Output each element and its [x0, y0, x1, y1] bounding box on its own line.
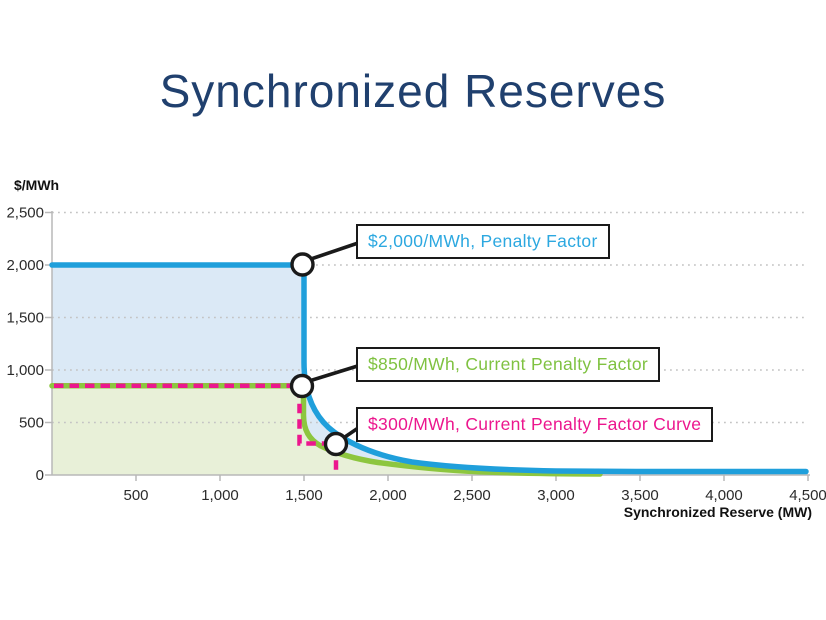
marker-850mwh: [289, 373, 315, 399]
x-tick: 4,000: [705, 487, 743, 504]
y-tick: 1,000: [6, 362, 44, 379]
marker-300mwh: [323, 431, 349, 457]
connector-current-penalty-factor: [305, 362, 365, 384]
x-tick: 3,000: [537, 487, 575, 504]
x-tick: 500: [123, 487, 148, 504]
y-tick: 500: [19, 415, 44, 432]
annotation-current-penalty-factor: $850/MWh, Current Penalty Factor: [356, 347, 660, 382]
x-tick-labels: 500 1,000 1,500 2,000 2,500 3,000 3,500 …: [123, 487, 826, 504]
axes: [45, 211, 810, 481]
current-penalty-factor-area: [52, 385, 600, 475]
area-fills: [52, 265, 808, 475]
marker-2000mwh: [290, 252, 315, 277]
page-title: Synchronized Reserves: [159, 65, 667, 117]
connector-penalty-factor: [304, 239, 365, 263]
x-tick: 2,000: [369, 487, 407, 504]
x-tick: 2,500: [453, 487, 491, 504]
y-axis-title: $/MWh: [14, 177, 59, 193]
x-tick: 1,500: [285, 487, 323, 504]
annotation-penalty-factor: $2,000/MWh, Penalty Factor: [356, 224, 610, 259]
y-tick: 1,500: [6, 310, 44, 327]
y-tick: 2,500: [6, 205, 44, 222]
x-tick: 3,500: [621, 487, 659, 504]
x-axis-title: Synchronized Reserve (MW): [624, 504, 812, 520]
point-markers: [289, 252, 349, 457]
x-tick: 4,500: [789, 487, 826, 504]
y-tick: 2,000: [6, 257, 44, 274]
x-tick: 1,000: [201, 487, 239, 504]
y-tick-labels: 2,500 2,000 1,500 1,000 500 0: [6, 205, 44, 485]
annotation-current-penalty-factor-curve: $300/MWh, Current Penalty Factor Curve: [356, 407, 714, 442]
y-tick: 0: [36, 467, 44, 484]
